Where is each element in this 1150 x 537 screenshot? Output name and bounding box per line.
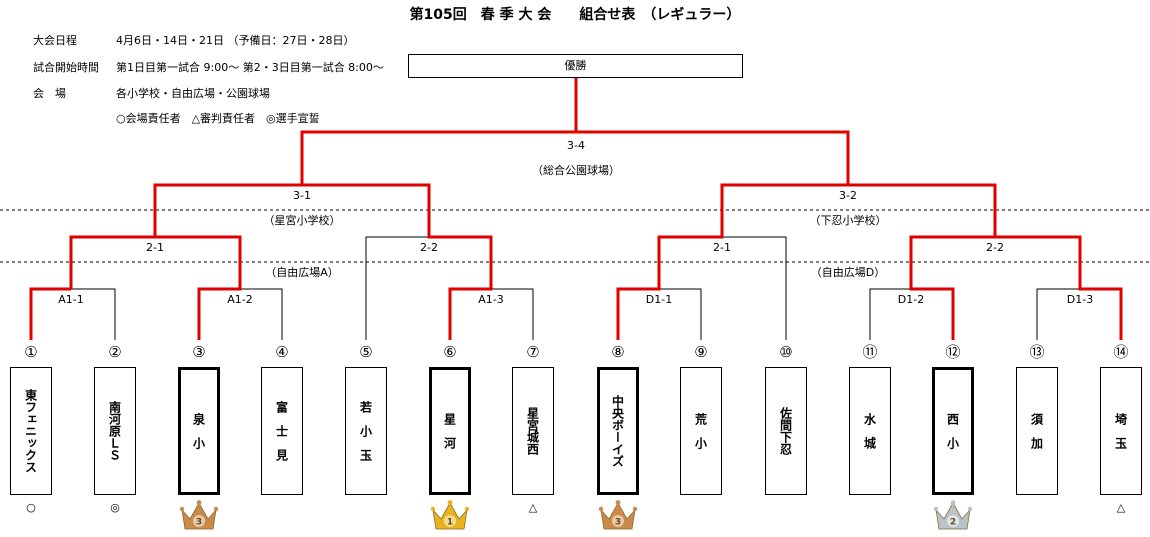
- svg-text:1: 1: [447, 518, 453, 528]
- winner-path: [69, 235, 155, 289]
- match-semi-left: 3-1: [293, 189, 311, 202]
- venue-qf-right: （自由広場D）: [810, 266, 886, 279]
- team-role-mark: △: [528, 501, 538, 514]
- team-number: ⑦: [526, 343, 540, 361]
- team-name: 若 小 玉: [358, 401, 373, 461]
- champion-box: 優勝: [408, 54, 743, 78]
- team-box: 中央ボーイズ: [597, 367, 639, 495]
- team-number: ②: [108, 343, 122, 361]
- team-name: 埼 玉: [1113, 413, 1128, 449]
- page-title: 第105回 春 季 大 会 組合せ表 （レギュラー）: [409, 7, 741, 23]
- team-name: 泉 小: [191, 413, 206, 449]
- winner-path: [300, 78, 578, 340]
- team-box: 東フェニックス: [10, 367, 52, 495]
- svg-text:3: 3: [615, 518, 621, 528]
- start-time-label: 試合開始時間: [33, 61, 99, 74]
- team-role-mark: △: [1116, 501, 1126, 514]
- team-name: 富 士 見: [274, 401, 289, 461]
- team-box: 若 小 玉: [345, 367, 387, 495]
- team-box: 荒 小: [680, 367, 722, 495]
- team-box: 南河原ＬＳ: [94, 367, 136, 495]
- winner-path: [616, 183, 848, 340]
- team-number: ⑭: [1113, 343, 1129, 361]
- match-final: 3-4: [567, 139, 585, 152]
- team-name: 星宮城西: [525, 407, 540, 455]
- match-semi-right: 3-2: [839, 189, 857, 202]
- match-qf-right-2: 2-2: [986, 241, 1004, 254]
- bracket-semi: [721, 184, 996, 237]
- team-number: ③: [192, 343, 206, 361]
- schedule-value: 4月6日・14日・21日 （予備日：27日・28日）: [116, 34, 355, 47]
- team-box: 水 城: [849, 367, 891, 495]
- team-box: 富 士 見: [261, 367, 303, 495]
- team-number: ⑬: [1029, 343, 1045, 361]
- venue-value: 各小学校・自由広場・公園球場: [116, 87, 270, 100]
- team-box: 西 小: [932, 367, 974, 495]
- match-d1-1: D1-1: [645, 293, 673, 306]
- winner-path: [995, 235, 1123, 340]
- schedule-label: 大会日程: [33, 34, 77, 47]
- venue-semi-left: （星宮小学校）: [263, 214, 341, 227]
- svg-text:2: 2: [950, 518, 956, 528]
- crown-icon: 2: [933, 499, 973, 533]
- team-box: 泉 小: [178, 367, 220, 495]
- team-name: 佐間下忍: [778, 407, 793, 455]
- team-name: 南河原ＬＳ: [107, 401, 122, 461]
- team-name: 須 加: [1029, 413, 1044, 449]
- venue-final: （総合公園球場）: [532, 164, 620, 177]
- team-box: 埼 玉: [1100, 367, 1142, 495]
- match-a1-1: A1-1: [58, 293, 84, 306]
- team-name: 星 河: [442, 413, 457, 449]
- match-a1-3: A1-3: [478, 293, 504, 306]
- team-number: ⑤: [359, 343, 373, 361]
- team-name: 水 城: [862, 413, 877, 449]
- team-number: ①: [24, 343, 38, 361]
- team-box: 佐間下忍: [765, 367, 807, 495]
- team-number: ④: [275, 343, 289, 361]
- team-name: 東フェニックス: [23, 389, 38, 473]
- match-qf-right-1: 2-1: [713, 241, 731, 254]
- venue-qf-left: （自由広場A）: [265, 266, 339, 279]
- match-a1-2: A1-2: [227, 293, 253, 306]
- team-name: 中央ボーイズ: [610, 395, 625, 467]
- venue-semi-right: （下忍小学校）: [809, 214, 887, 227]
- team-role-mark: ○: [26, 501, 36, 514]
- crown-icon: 3: [598, 499, 638, 533]
- team-box: 星 河: [429, 367, 471, 495]
- team-number: ⑫: [945, 343, 961, 361]
- svg-text:3: 3: [196, 518, 202, 528]
- team-box: 須 加: [1016, 367, 1058, 495]
- team-number: ⑥: [443, 343, 457, 361]
- team-number: ⑨: [694, 343, 708, 361]
- team-number: ⑧: [611, 343, 625, 361]
- crown-icon: 1: [430, 499, 470, 533]
- crown-icon: 3: [179, 499, 219, 533]
- winner-path: [153, 183, 302, 340]
- venue-label: 会 場: [33, 87, 66, 100]
- role-legend: ○会場責任者 △審判責任者 ◎選手宣誓: [116, 112, 320, 125]
- team-name: 荒 小: [693, 413, 708, 449]
- start-time-value: 第1日目第一試合 9:00～ 第2・3日目第一試合 8:00～: [116, 61, 384, 74]
- team-role-mark: ◎: [110, 501, 120, 514]
- bracket-semi: [154, 184, 430, 237]
- team-number: ⑩: [779, 343, 793, 361]
- winner-path: [29, 287, 71, 340]
- match-d1-2: D1-2: [897, 293, 925, 306]
- team-number: ⑪: [862, 343, 878, 361]
- match-d1-3: D1-3: [1066, 293, 1094, 306]
- team-name: 西 小: [945, 413, 960, 449]
- match-qf-left-1: 2-1: [146, 241, 164, 254]
- team-box: 星宮城西: [512, 367, 554, 495]
- match-qf-left-2: 2-2: [420, 241, 438, 254]
